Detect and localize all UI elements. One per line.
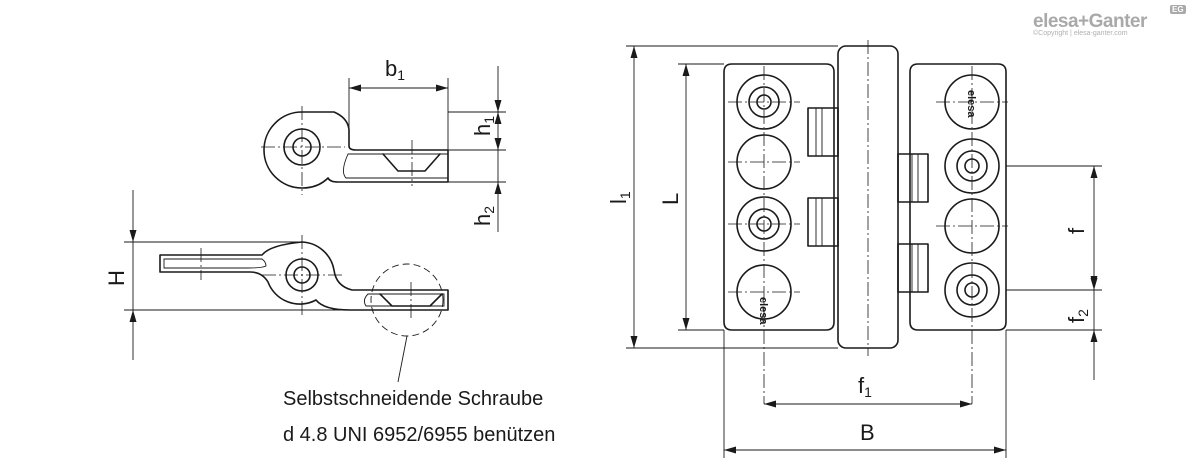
dim-h1-h2: h1 h2	[448, 66, 506, 232]
svg-text:f2: f2	[1064, 309, 1091, 323]
dim-B: B	[723, 330, 1007, 458]
right-leaf	[909, 63, 1007, 331]
side-view-top	[261, 106, 449, 195]
leader-line	[397, 335, 408, 383]
dim-H: H	[104, 190, 350, 360]
screw-note-line2: d 4.8 UNI 6952/6955 benützen	[283, 424, 556, 446]
svg-text:f: f	[1064, 227, 1089, 234]
svg-text:h2: h2	[470, 206, 497, 226]
svg-text:L: L	[658, 193, 683, 205]
H-label: H	[104, 270, 129, 286]
screw-note-line1: Selbstschneidende Schraube	[283, 388, 544, 410]
dim-b1: b1	[348, 56, 449, 150]
elesa-emboss-left: elesa	[757, 297, 769, 325]
leaf-section	[343, 153, 449, 179]
left-leaf	[723, 63, 835, 331]
screw-recess	[382, 153, 441, 172]
svg-text:B: B	[860, 420, 875, 445]
front-view: elesa elesa	[723, 40, 1008, 404]
elesa-emboss-right: elesa	[965, 90, 977, 118]
svg-text:b1: b1	[385, 56, 405, 83]
logo-text: elesa+Ganter	[1033, 11, 1147, 32]
logo-copyright: ©Copyright | elesa-ganter.com	[1033, 30, 1128, 37]
dim-L: L	[658, 63, 724, 331]
dim-l1: l1	[606, 45, 838, 349]
dim-f-f2: f f2	[1006, 165, 1102, 380]
svg-text:l1: l1	[606, 191, 633, 204]
svg-text:f1: f1	[858, 373, 872, 400]
left-leaf-section	[163, 258, 267, 269]
brand-logo: elesa+Ganter EG ©Copyright | elesa-gante…	[1033, 5, 1186, 37]
logo-badge: EG	[1170, 5, 1186, 14]
svg-text:h1: h1	[470, 116, 497, 136]
detail-circle	[370, 263, 444, 337]
dim-f1: f1	[764, 373, 972, 408]
b1-label: b	[385, 56, 397, 81]
side-view-bottom	[159, 235, 449, 383]
